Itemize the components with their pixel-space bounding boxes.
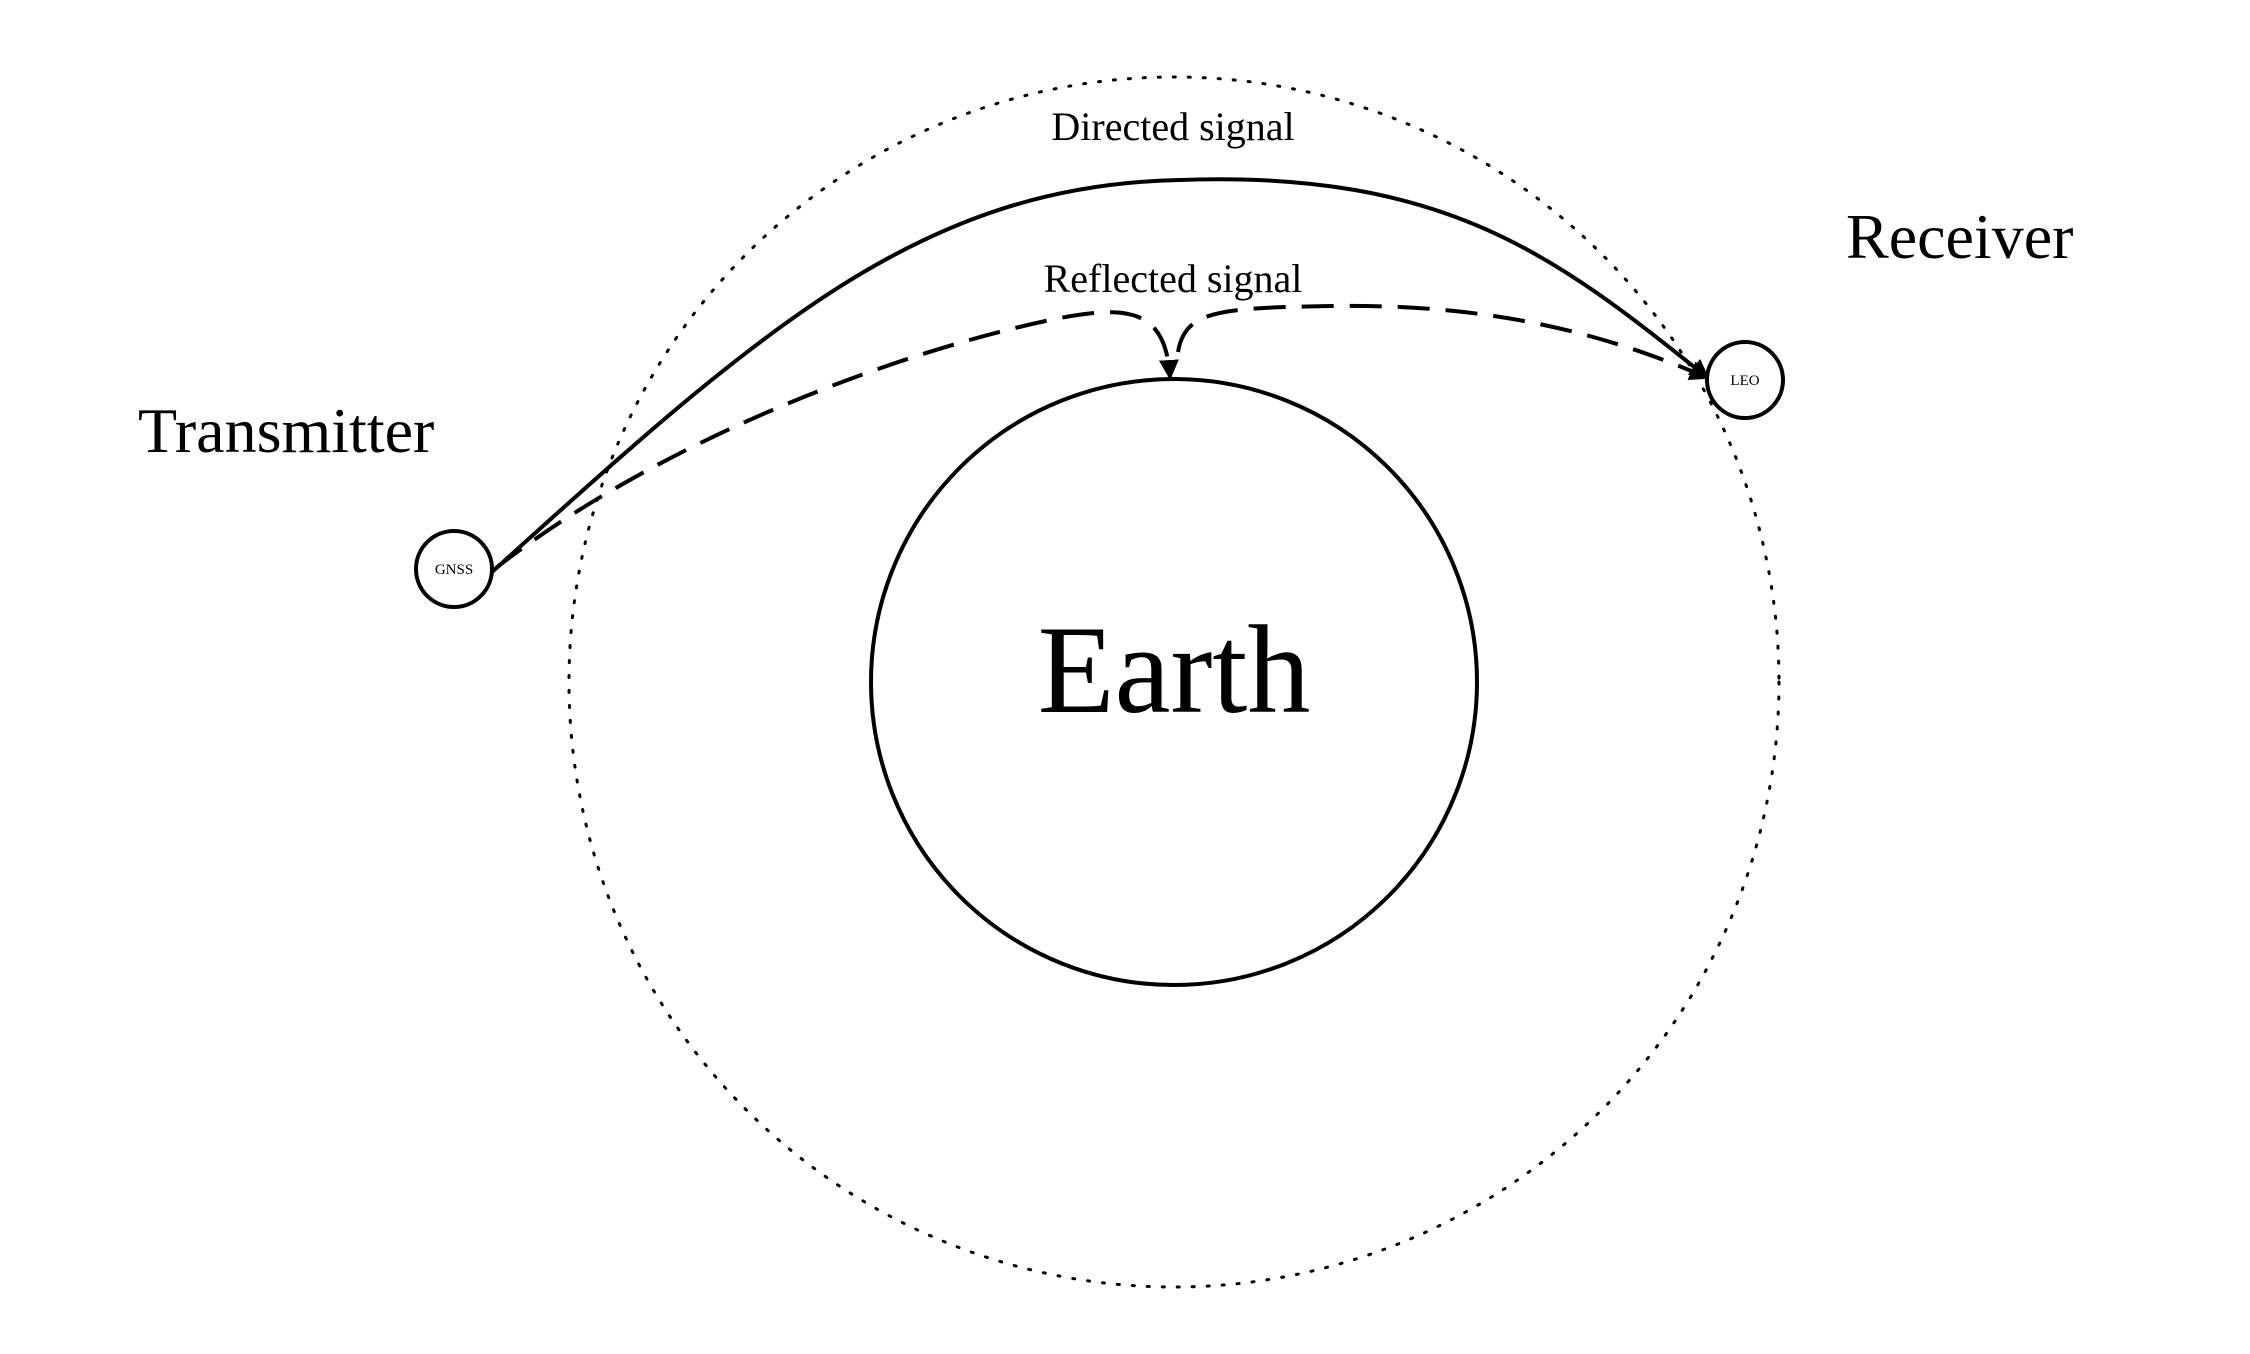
transmitter-heading: Transmitter bbox=[138, 395, 434, 466]
reflected-signal-scattered-path bbox=[1176, 303, 1710, 380]
leo-node-label: LEO bbox=[1730, 373, 1759, 389]
leo-node-circle bbox=[1705, 340, 1785, 420]
directed-signal-path bbox=[490, 177, 1710, 574]
orbit-circle bbox=[567, 75, 1781, 1289]
gnss-node-label: GNSS bbox=[435, 562, 473, 578]
receiver-heading: Receiver bbox=[1846, 201, 2073, 272]
reflected-signal-incident-path bbox=[494, 310, 1179, 570]
earth-label: Earth bbox=[1038, 601, 1311, 740]
gnss-node-circle bbox=[414, 529, 494, 609]
directed-signal-label: Directed signal bbox=[1051, 104, 1294, 149]
reflected-signal-label: Reflected signal bbox=[1044, 256, 1303, 301]
